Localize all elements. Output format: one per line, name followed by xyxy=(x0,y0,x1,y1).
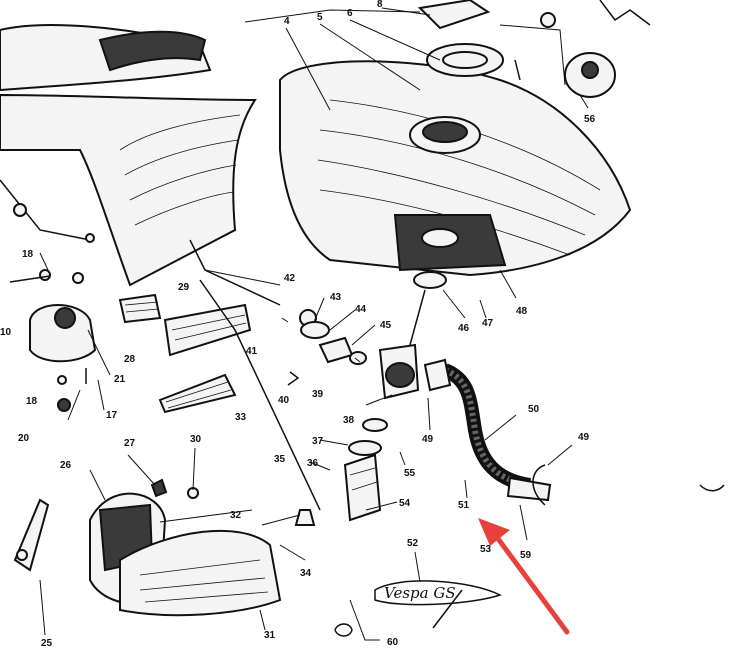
part-label-55: 55 xyxy=(404,468,416,479)
linkage-parts xyxy=(158,239,321,511)
left-small-parts xyxy=(9,269,162,412)
part-label-33: 33 xyxy=(235,412,247,423)
part-label-42: 42 xyxy=(284,273,296,284)
part-label-27: 27 xyxy=(124,438,136,449)
fuel-hose xyxy=(423,358,552,506)
part-label-32: 32 xyxy=(230,510,242,521)
part-label-30: 30 xyxy=(190,434,202,445)
part-label-31: 31 xyxy=(264,630,276,641)
bottom-parts xyxy=(13,478,316,617)
filler-cap-parts xyxy=(417,0,651,98)
stray-mark xyxy=(699,484,725,492)
part-label-49b: 49 xyxy=(578,432,590,443)
vespa-gs-emblem: Vespa GS xyxy=(334,580,502,637)
part-label-44: 44 xyxy=(355,304,367,315)
part-label-28: 28 xyxy=(124,354,136,365)
part-label-18b: 18 xyxy=(26,396,38,407)
part-label-46: 46 xyxy=(458,323,470,334)
part-label-52: 52 xyxy=(407,538,419,549)
part-label-50: 50 xyxy=(528,404,540,415)
part-label-6: 6 xyxy=(347,8,353,19)
part-label-35: 35 xyxy=(274,454,286,465)
part-number-labels: 4 5 6 8 56 18 10 21 17 18 20 28 29 42 43… xyxy=(0,0,596,649)
seat-assembly xyxy=(0,24,257,287)
part-label-39: 39 xyxy=(312,389,324,400)
part-label-36: 36 xyxy=(307,458,319,469)
part-label-59: 59 xyxy=(520,550,532,561)
part-label-48: 48 xyxy=(516,306,528,317)
leader-lines xyxy=(39,7,589,641)
part-label-56: 56 xyxy=(584,114,596,125)
part-label-43: 43 xyxy=(330,292,342,303)
fuel-tank xyxy=(279,60,632,289)
part-label-40: 40 xyxy=(278,395,290,406)
part-label-47: 47 xyxy=(482,318,494,329)
part-label-49a: 49 xyxy=(422,434,434,445)
part-label-4: 4 xyxy=(284,16,290,27)
fuel-tap xyxy=(287,289,426,522)
part-label-41: 41 xyxy=(246,346,258,357)
part-label-20: 20 xyxy=(18,433,30,444)
part-label-25: 25 xyxy=(41,638,53,649)
part-label-21: 21 xyxy=(114,374,126,385)
part-label-51: 51 xyxy=(458,500,470,511)
part-label-17: 17 xyxy=(106,410,118,421)
part-label-38: 38 xyxy=(343,415,355,426)
part-label-10: 10 xyxy=(0,327,12,338)
part-label-29: 29 xyxy=(178,282,190,293)
red-annotation-arrow xyxy=(478,518,570,635)
part-label-37: 37 xyxy=(312,436,324,447)
part-label-5: 5 xyxy=(317,12,323,23)
part-label-26: 26 xyxy=(60,460,72,471)
part-label-34: 34 xyxy=(300,568,312,579)
emblem-text: Vespa GS xyxy=(384,584,456,602)
part-label-45: 45 xyxy=(380,320,392,331)
part-label-18a: 18 xyxy=(22,249,34,260)
part-label-8: 8 xyxy=(377,0,383,10)
part-label-60: 60 xyxy=(387,637,399,648)
part-label-53: 53 xyxy=(480,544,492,555)
part-label-54: 54 xyxy=(399,498,411,509)
